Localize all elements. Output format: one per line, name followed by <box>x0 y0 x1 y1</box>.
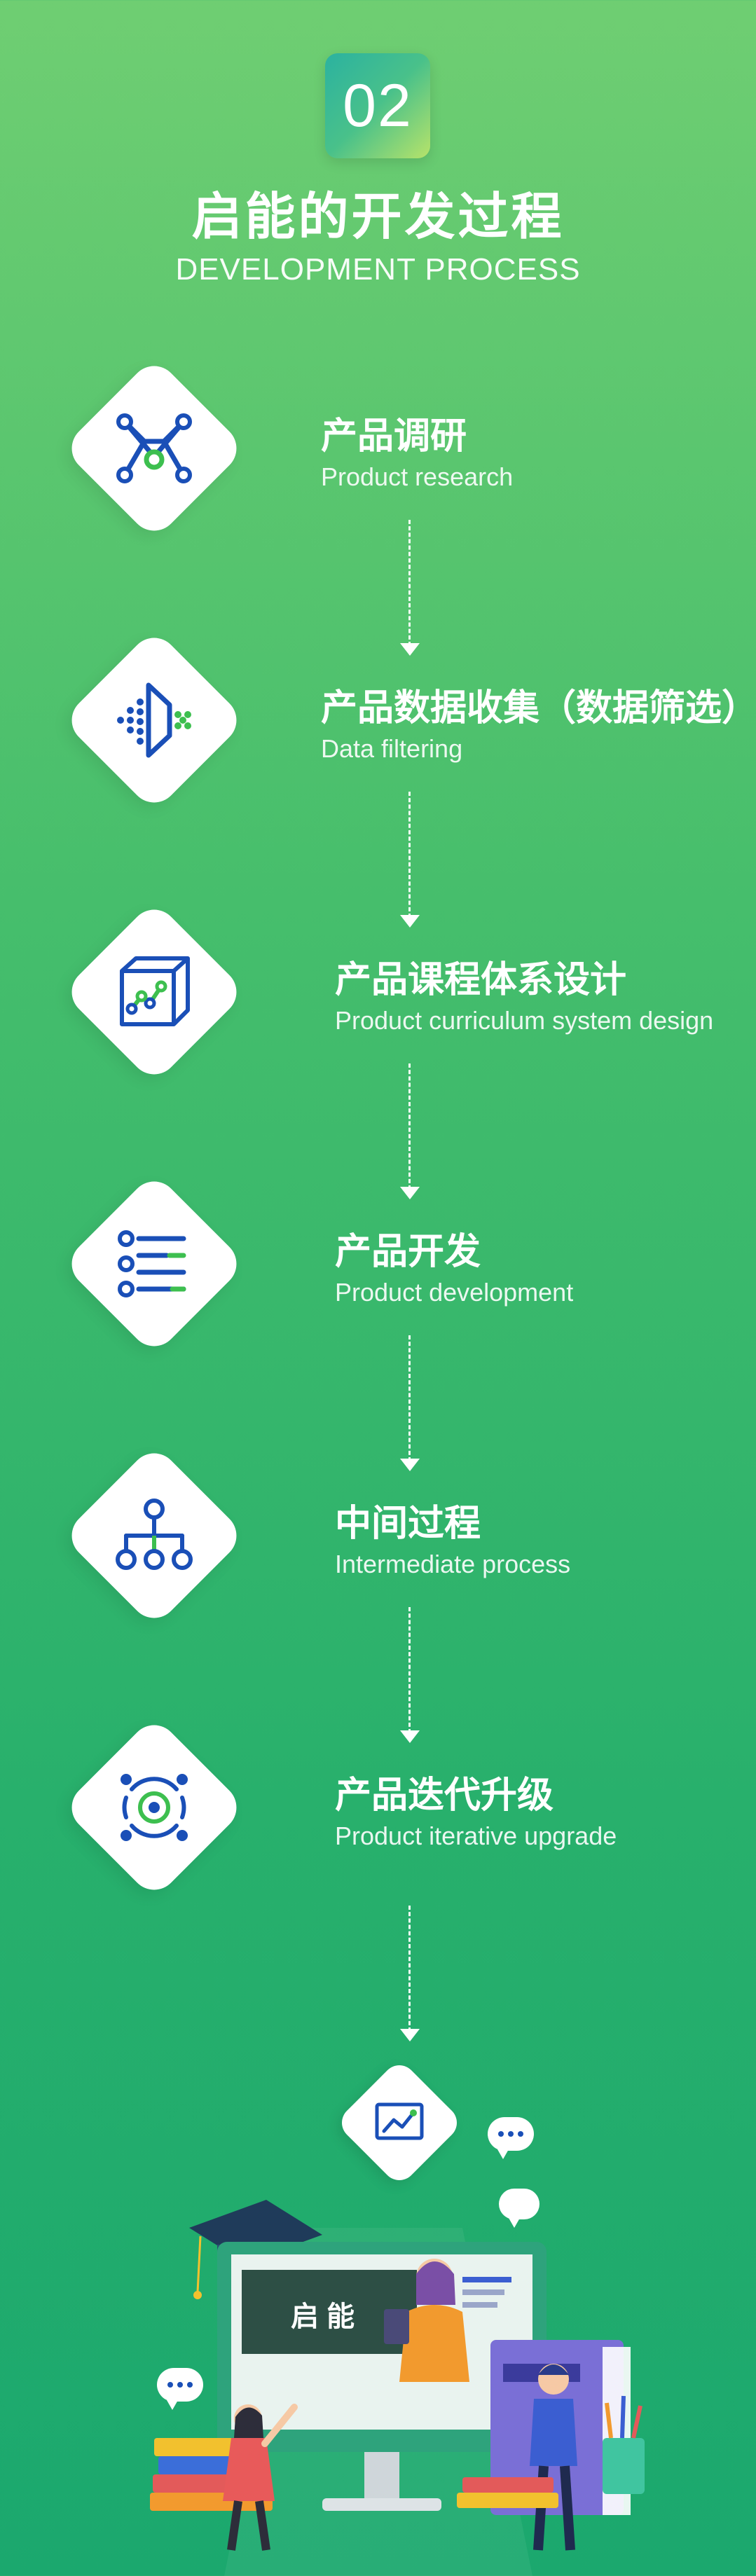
step-curriculum-design: 产品课程体系设计 Product curriculum system desig… <box>0 894 756 1090</box>
chart-icon <box>371 2095 427 2151</box>
hierarchy-icon <box>105 1487 203 1585</box>
board-text: 启 能 <box>291 2301 355 2332</box>
filter-icon <box>105 671 203 769</box>
pencil-cup <box>603 2395 645 2494</box>
section-number-badge: 02 <box>325 53 430 158</box>
dashed-arrow <box>400 1906 420 2041</box>
dashed-arrow <box>400 520 420 656</box>
chat-bubble-icon <box>157 2368 203 2410</box>
step-title-en: Product development <box>335 1278 574 1307</box>
step-iterative-upgrade: 产品迭代升级 Product iterative upgrade <box>0 1709 756 1906</box>
dashed-arrow <box>400 1335 420 1471</box>
step-title-en: Product curriculum system design <box>335 1006 714 1035</box>
teacher-figure <box>384 2259 469 2382</box>
step-title-cn: 产品数据收集（数据筛选） <box>321 688 756 729</box>
step-title-cn: 产品课程体系设计 <box>335 960 627 1000</box>
monitor <box>217 2242 547 2511</box>
dashed-arrow <box>400 1063 420 1199</box>
network-icon <box>105 399 203 497</box>
step-title-cn: 中间过程 <box>335 1503 481 1544</box>
list-icon <box>105 1215 203 1313</box>
step-data-filtering: 产品数据收集（数据筛选） Data filtering <box>0 622 756 818</box>
badge-number: 02 <box>343 71 413 139</box>
page-subtitle: DEVELOPMENT PROCESS <box>175 252 581 287</box>
step-title-cn: 产品开发 <box>335 1232 481 1272</box>
cycle-icon <box>105 1758 203 1857</box>
step-title-cn: 产品迭代升级 <box>335 1775 554 1816</box>
chat-bubble-icon <box>488 2117 534 2159</box>
classroom-illustration: 启 能 <box>150 2200 645 2576</box>
step-title-en: Product research <box>321 462 514 491</box>
chat-bubble-icon <box>499 2189 539 2228</box>
step-title-cn: 产品调研 <box>321 416 467 457</box>
step-product-development: 产品开发 Product development <box>0 1166 756 1362</box>
dashed-arrow <box>400 792 420 928</box>
step-title-en: Data filtering <box>321 734 463 763</box>
step-title-en: Intermediate process <box>335 1550 571 1578</box>
books-stack-right <box>457 2477 558 2508</box>
step-intermediate-process: 中间过程 Intermediate process <box>0 1438 756 1634</box>
page-title: 启能的开发过程 <box>191 189 565 245</box>
step-product-research: 产品调研 Product research <box>0 350 756 546</box>
step-title-en: Product iterative upgrade <box>335 1821 617 1850</box>
cube-chart-icon <box>105 943 203 1041</box>
dashed-arrow <box>400 1607 420 1743</box>
student-girl-figure <box>223 2404 298 2551</box>
